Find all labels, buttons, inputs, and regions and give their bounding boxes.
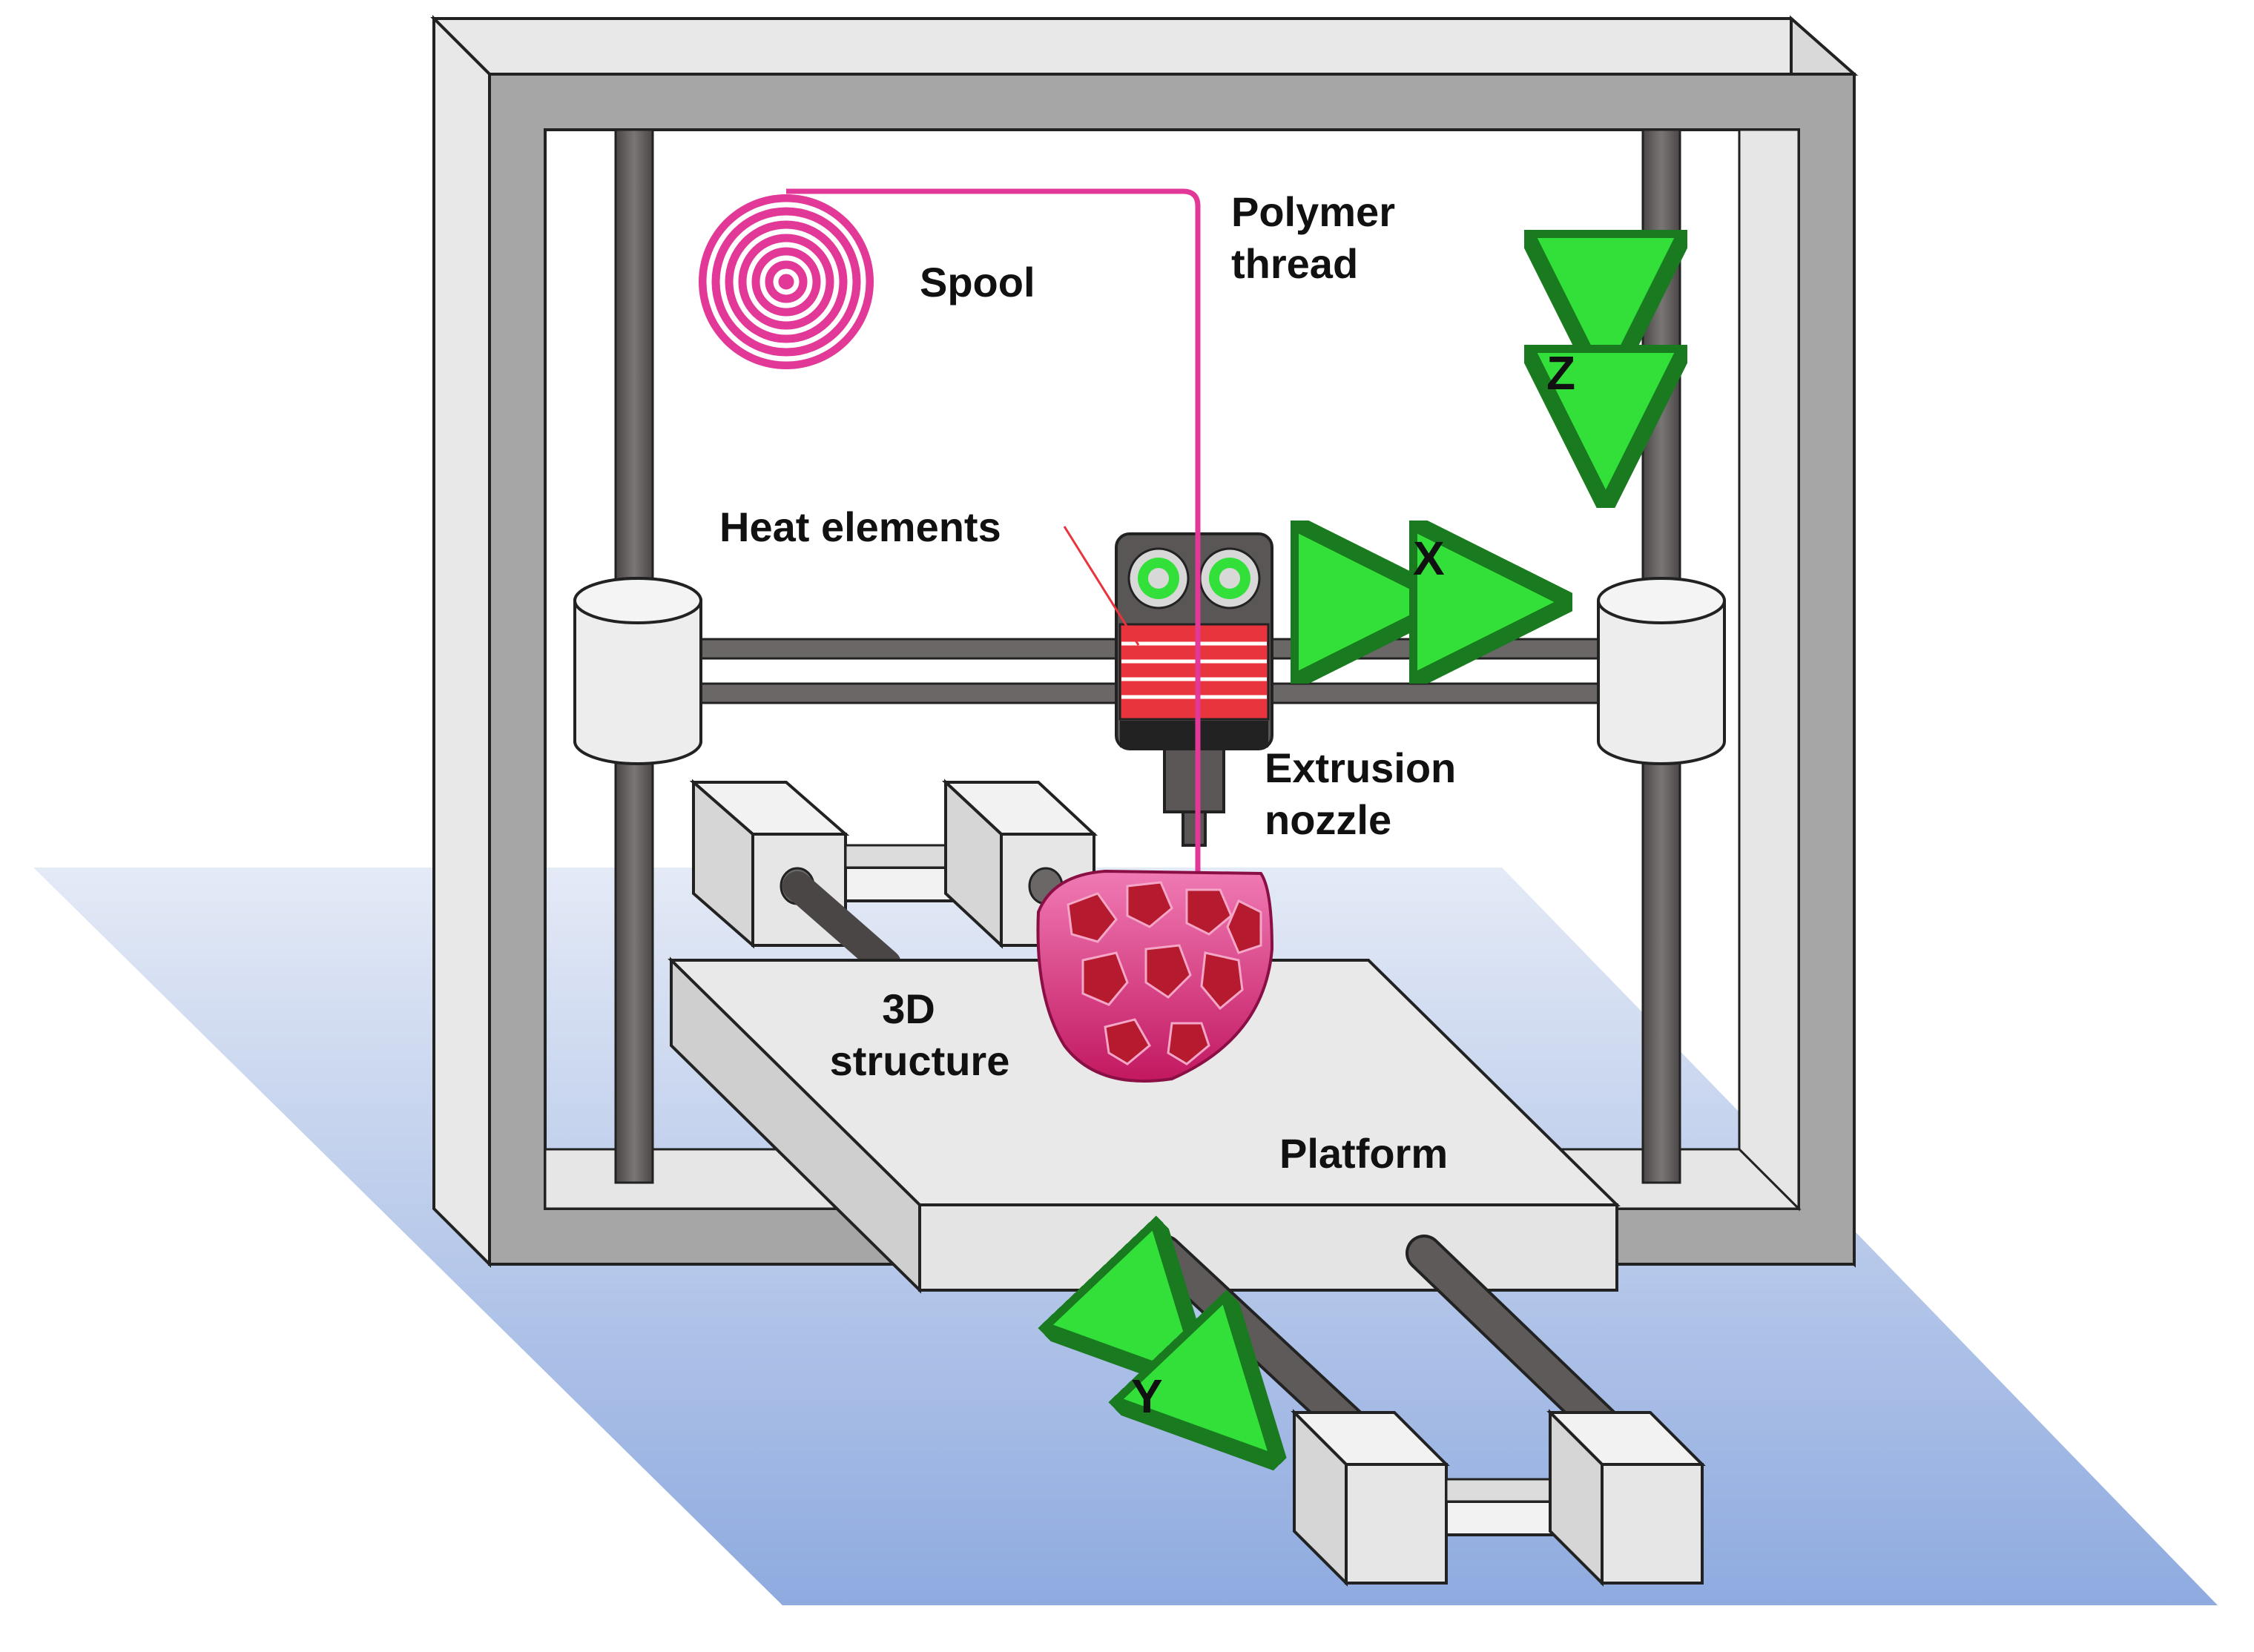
heat-element-block bbox=[1118, 623, 1270, 721]
back-y-blocks bbox=[689, 779, 1098, 979]
label-extrusion-nozzle-2: nozzle bbox=[1265, 796, 1391, 843]
label-axis-x: X bbox=[1413, 532, 1445, 585]
label-3d-structure-2: structure bbox=[830, 1037, 1010, 1084]
x-carriage-right bbox=[1597, 577, 1726, 765]
feed-gear-icon bbox=[1127, 547, 1261, 609]
y-axis-arrow bbox=[1153, 1331, 1224, 1405]
polymer-thread bbox=[786, 188, 1201, 890]
print-head bbox=[1115, 532, 1273, 847]
label-axis-y: Y bbox=[1131, 1369, 1163, 1423]
label-spool: Spool bbox=[920, 259, 1035, 305]
printed-structure bbox=[1036, 869, 1274, 1083]
label-heat-elements: Heat elements bbox=[719, 503, 1001, 550]
label-3d-structure-1: 3D bbox=[882, 985, 935, 1032]
label-platform: Platform bbox=[1279, 1130, 1448, 1177]
x-carriage-left bbox=[573, 577, 702, 765]
label-polymer-thread-2: thread bbox=[1231, 240, 1358, 287]
heat-elements-leader bbox=[1063, 526, 1140, 646]
label-extrusion-nozzle-1: Extrusion bbox=[1265, 744, 1456, 791]
spool-icon bbox=[699, 194, 874, 369]
front-y-blocks bbox=[1291, 1409, 1706, 1587]
label-polymer-thread-1: Polymer bbox=[1231, 188, 1395, 235]
label-axis-z: Z bbox=[1546, 346, 1575, 400]
extrusion-nozzle bbox=[1163, 747, 1225, 813]
